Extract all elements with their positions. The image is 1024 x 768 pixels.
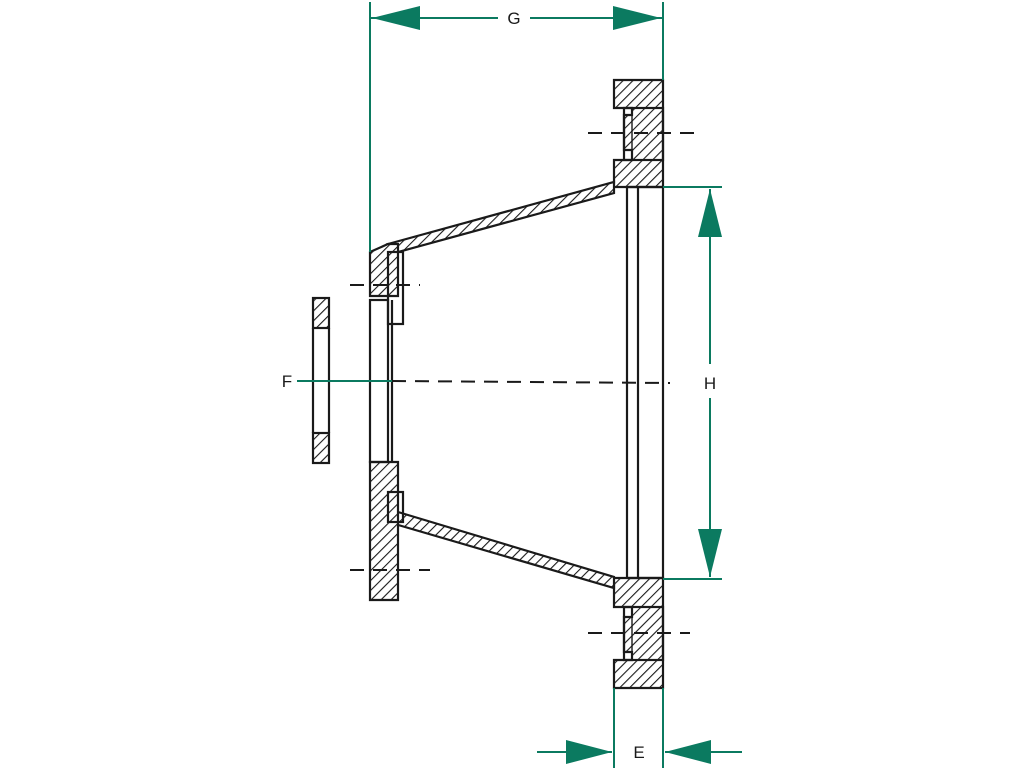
gasket-lower-section [311,431,331,465]
small-flange-upper-body [368,242,400,298]
g-right-arrow [613,6,661,30]
e-right-arrow [665,740,711,764]
dimension-g-label: G [507,9,520,28]
dimension-f-label: F [282,372,292,391]
cone-upper-wall [385,180,616,254]
dimension-h: H [663,186,722,580]
axis-center-line [391,380,671,384]
dimension-e: E [537,688,742,768]
conical-body [385,180,616,590]
g-left-arrow [372,6,420,30]
large-flange [605,78,665,690]
small-flange-upper-recess [386,250,405,326]
center-lines [350,132,700,634]
small-flange-lower-body [368,460,400,602]
h-top-arrow [698,189,722,237]
dimension-e-label: E [633,743,644,762]
gasket-upper-section [311,296,331,330]
small-flange-lower-recess [386,490,405,524]
small-flange [368,242,405,602]
dimension-h-label: H [704,374,716,393]
dimension-g: G [369,2,664,252]
h-bottom-arrow [698,529,722,577]
e-left-arrow [566,740,612,764]
dimension-f: F [282,372,392,391]
cone-lower-wall [385,510,616,590]
